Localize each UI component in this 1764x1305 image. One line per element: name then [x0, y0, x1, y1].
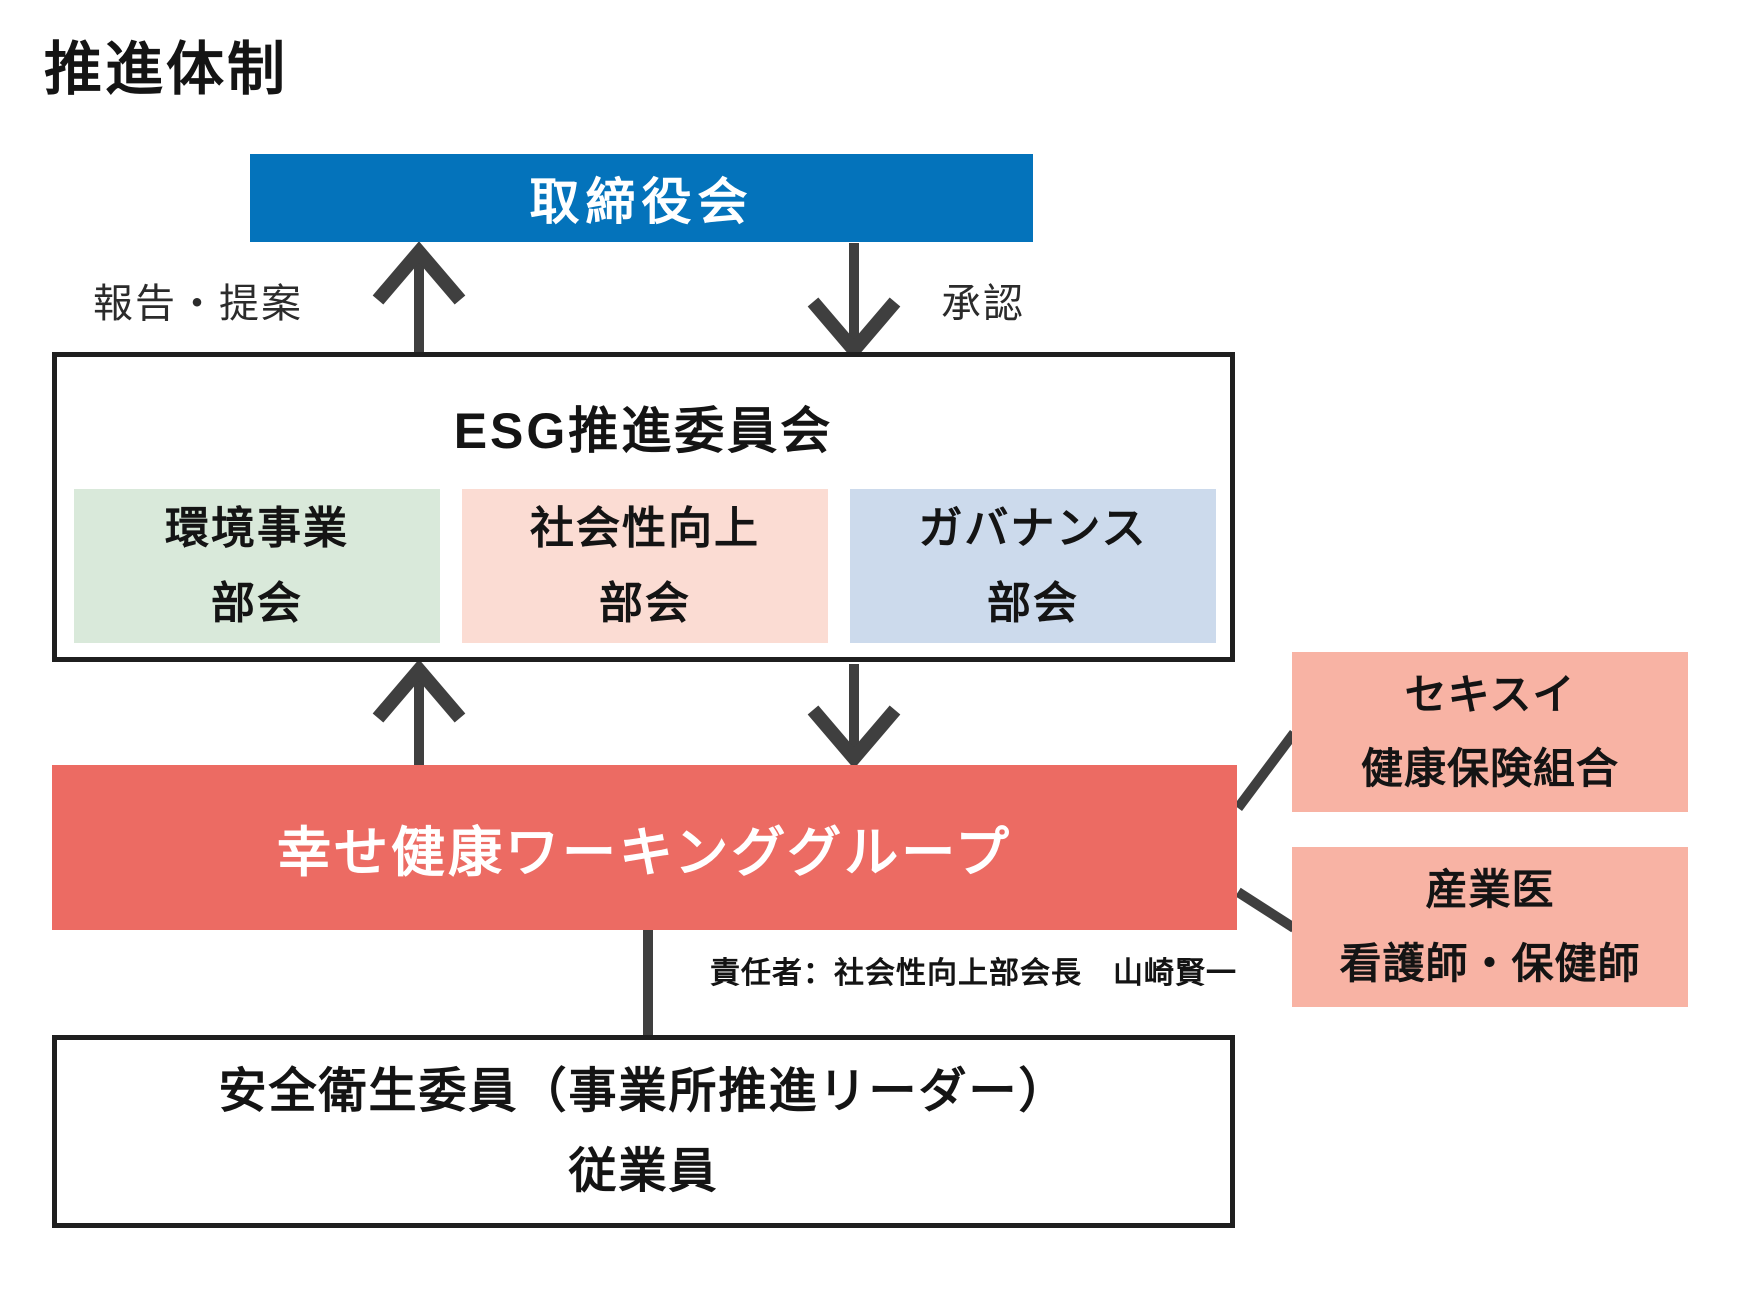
subcommittee-social-box: 社会性向上 部会 [462, 489, 828, 643]
report-up-arrow-icon [372, 241, 466, 352]
partner-health-insurance-line2: 健康保険組合 [1360, 745, 1619, 792]
partner-health-insurance-box: セキスイ 健康保険組合 [1292, 652, 1688, 812]
board-of-directors-box: 取締役会 [250, 154, 1033, 242]
working-group-label: 幸せ健康ワーキンググループ [276, 823, 1013, 883]
subcommittee-environment-line2: 部会 [211, 579, 303, 628]
safety-committee-box: 安全衛生委員（事業所推進リーダー） 従業員 [52, 1035, 1235, 1228]
partner-occupational-health-line1: 産業医 [1425, 866, 1555, 913]
safety-committee-line1: 安全衛生委員（事業所推進リーダー） [218, 1064, 1069, 1118]
wg-up-arrow-icon [372, 659, 466, 765]
partner-health-insurance-line1: セキスイ [1404, 671, 1576, 718]
partner-occupational-health-box: 産業医 看護師・保健師 [1292, 847, 1688, 1007]
board-of-directors-label: 取締役会 [529, 174, 754, 230]
subcommittee-social-line2: 部会 [599, 579, 691, 628]
wg-partner2-connector-line [1235, 887, 1297, 933]
page-title: 推進体制 [44, 37, 289, 102]
subcommittee-social-line1: 社会性向上 [530, 504, 760, 553]
subcommittee-governance-line1: ガバナンス [918, 504, 1148, 553]
wg-partner1-connector-line [1233, 730, 1299, 811]
wg-down-arrow-icon [807, 664, 901, 769]
esg-committee-box: ESG推進委員会 環境事業 部会 社会性向上 部会 ガバナンス 部会 [52, 352, 1235, 662]
subcommittee-governance-line2: 部会 [987, 579, 1079, 628]
esg-committee-title: ESG推進委員会 [453, 403, 834, 459]
subcommittee-governance-box: ガバナンス 部会 [850, 489, 1216, 643]
approval-label: 承認 [941, 282, 1025, 326]
approve-down-arrow-icon [807, 243, 901, 361]
partner-occupational-health-line2: 看護師・保健師 [1339, 940, 1641, 987]
working-group-manager-note: 責任者：社会性向上部会長 山崎賢一 [710, 957, 1237, 990]
safety-committee-line2: 従業員 [568, 1144, 719, 1198]
subcommittee-environment-line1: 環境事業 [165, 504, 349, 553]
report-proposal-label: 報告・提案 [93, 282, 303, 326]
subcommittee-environment-box: 環境事業 部会 [74, 489, 440, 643]
working-group-box: 幸せ健康ワーキンググループ [52, 765, 1237, 930]
